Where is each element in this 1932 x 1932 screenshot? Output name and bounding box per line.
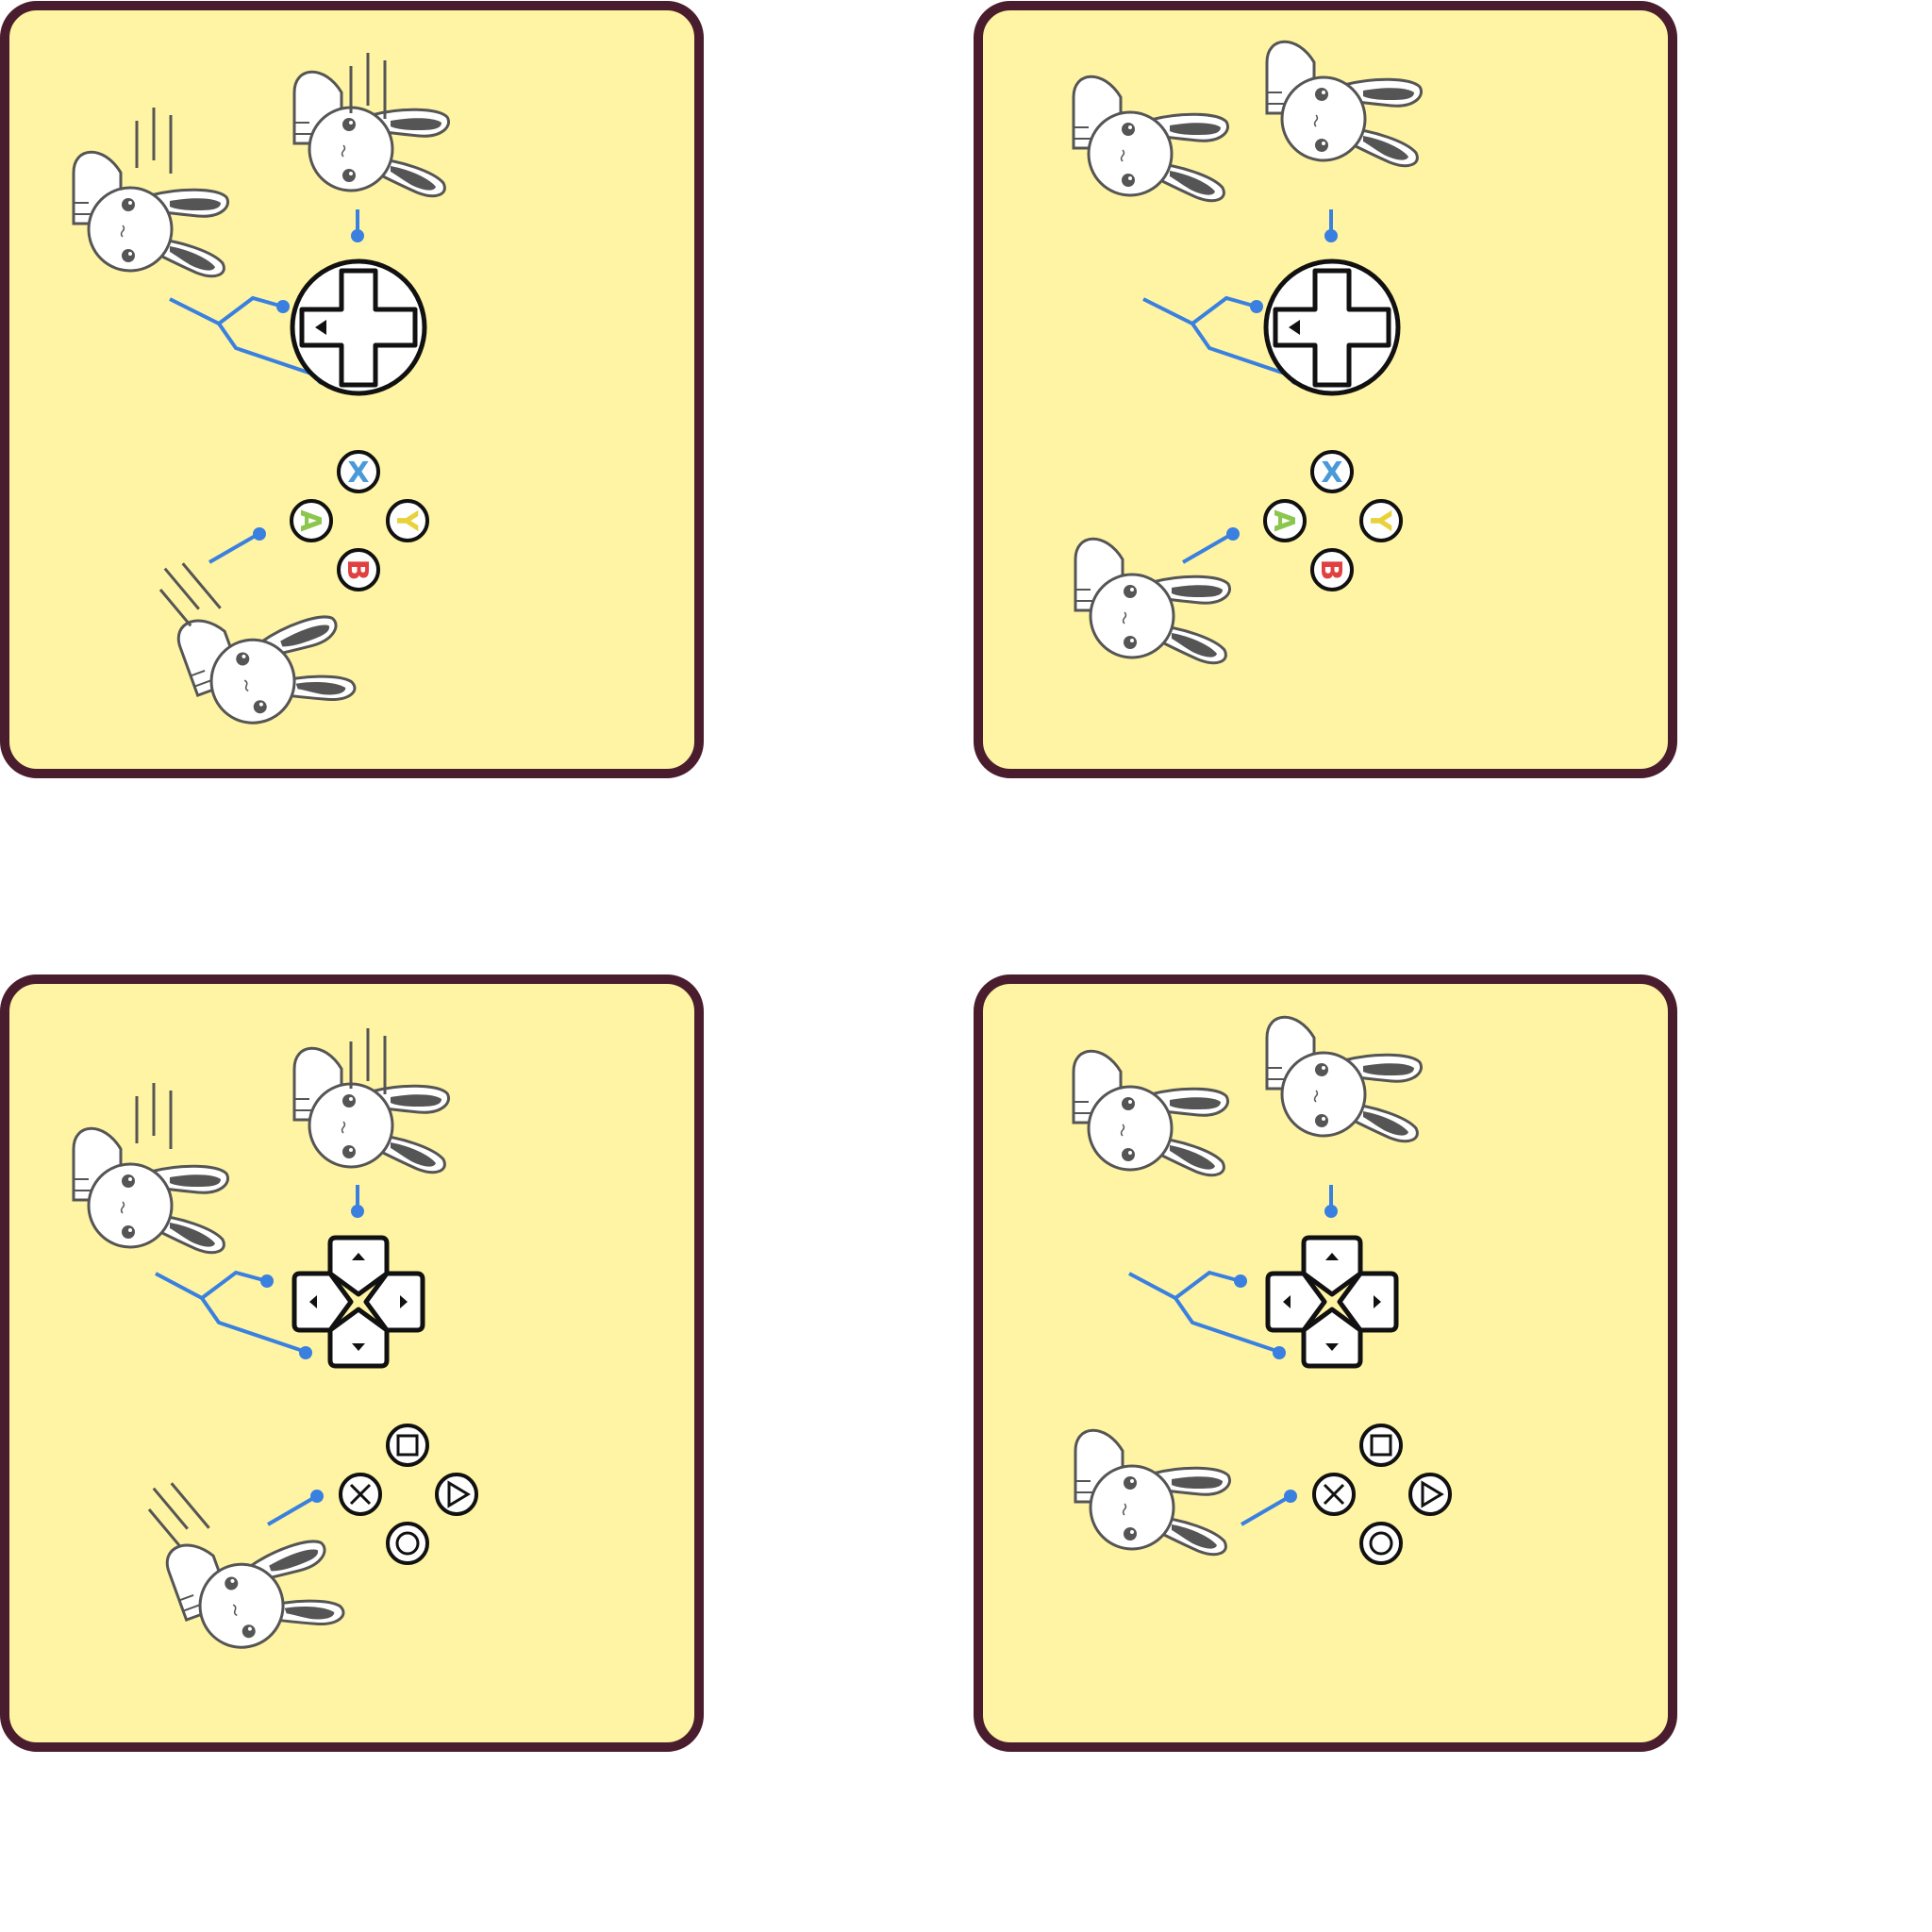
- square-icon: [1370, 1434, 1392, 1457]
- left-arrow-icon: [1283, 1295, 1291, 1308]
- dpad-down[interactable]: [327, 1307, 390, 1369]
- face-button-right[interactable]: [435, 1473, 478, 1516]
- connector-face-a: [208, 527, 266, 564]
- up-arrow-icon: [1325, 1253, 1339, 1260]
- face-button-bottom-label: B: [341, 559, 374, 581]
- connector-face-a: [1182, 527, 1240, 564]
- face-button-right[interactable]: Y: [386, 499, 429, 542]
- connector-face-cross: [266, 1490, 324, 1526]
- right-arrow-icon: [1374, 1295, 1381, 1308]
- face-button-left[interactable]: [1312, 1473, 1356, 1516]
- dpad-right[interactable]: [363, 1271, 425, 1333]
- face-button-left-label: A: [293, 509, 326, 532]
- connector-up: [351, 1185, 364, 1218]
- down-arrow-icon: [352, 1343, 365, 1351]
- face-buttons: [1312, 1424, 1452, 1565]
- face-button-right-label: Y: [390, 509, 423, 532]
- right-arrow-icon: [400, 1295, 408, 1308]
- circle-icon: [1369, 1531, 1393, 1556]
- face-button-top[interactable]: [386, 1424, 429, 1467]
- connector-up: [1324, 209, 1338, 242]
- dpad[interactable]: [290, 258, 427, 396]
- connector-left-down: [1128, 1270, 1286, 1359]
- up-arrow-icon: [352, 1253, 365, 1260]
- face-button-bottom-label: B: [1314, 559, 1347, 581]
- down-arrow-icon: [1325, 1343, 1339, 1351]
- triangle-icon: [1421, 1480, 1444, 1508]
- face-button-left[interactable]: A: [290, 499, 333, 542]
- dpad-left[interactable]: [291, 1271, 354, 1333]
- dpad-left-arrow-icon: [1289, 320, 1300, 335]
- panel-top-left: X A Y B: [0, 1, 704, 778]
- square-icon: [396, 1434, 419, 1457]
- face-buttons: X A Y B: [290, 450, 429, 591]
- face-button-right[interactable]: [1408, 1473, 1452, 1516]
- dpad[interactable]: [1265, 1235, 1399, 1369]
- triangle-icon: [447, 1480, 471, 1508]
- face-button-right[interactable]: Y: [1359, 499, 1403, 542]
- panel-top-right: X A Y B: [974, 1, 1677, 778]
- face-button-left-label: A: [1267, 509, 1300, 532]
- dpad[interactable]: [291, 1235, 425, 1369]
- circle-icon: [395, 1531, 420, 1556]
- face-button-bottom[interactable]: [386, 1522, 429, 1565]
- cross-icon: [349, 1483, 372, 1506]
- dpad-up[interactable]: [1301, 1235, 1363, 1297]
- face-button-bottom[interactable]: [1359, 1522, 1403, 1565]
- face-button-top-label: X: [347, 457, 369, 490]
- panel-bottom-right: [974, 974, 1677, 1752]
- left-arrow-icon: [309, 1295, 317, 1308]
- face-buttons: [339, 1424, 478, 1565]
- dpad-left[interactable]: [1265, 1271, 1327, 1333]
- connector-face-cross: [1240, 1490, 1297, 1526]
- connector-up: [351, 209, 364, 242]
- face-button-top-label: X: [1321, 457, 1342, 490]
- cross-icon: [1323, 1483, 1345, 1506]
- dpad[interactable]: [1263, 258, 1401, 396]
- dpad-up[interactable]: [327, 1235, 390, 1297]
- dpad-down[interactable]: [1301, 1307, 1363, 1369]
- face-button-left[interactable]: [339, 1473, 382, 1516]
- face-button-bottom[interactable]: B: [1310, 548, 1354, 591]
- face-buttons: X A Y B: [1263, 450, 1403, 591]
- face-button-bottom[interactable]: B: [337, 548, 380, 591]
- panel-bottom-left: [0, 974, 704, 1752]
- face-button-top[interactable]: X: [337, 450, 380, 493]
- face-button-left[interactable]: A: [1263, 499, 1307, 542]
- dpad-right[interactable]: [1337, 1271, 1399, 1333]
- connector-left-down: [155, 1270, 312, 1359]
- face-button-top[interactable]: [1359, 1424, 1403, 1467]
- face-button-top[interactable]: X: [1310, 450, 1354, 493]
- connector-up: [1324, 1185, 1338, 1218]
- dpad-left-arrow-icon: [315, 320, 326, 335]
- face-button-right-label: Y: [1363, 509, 1396, 532]
